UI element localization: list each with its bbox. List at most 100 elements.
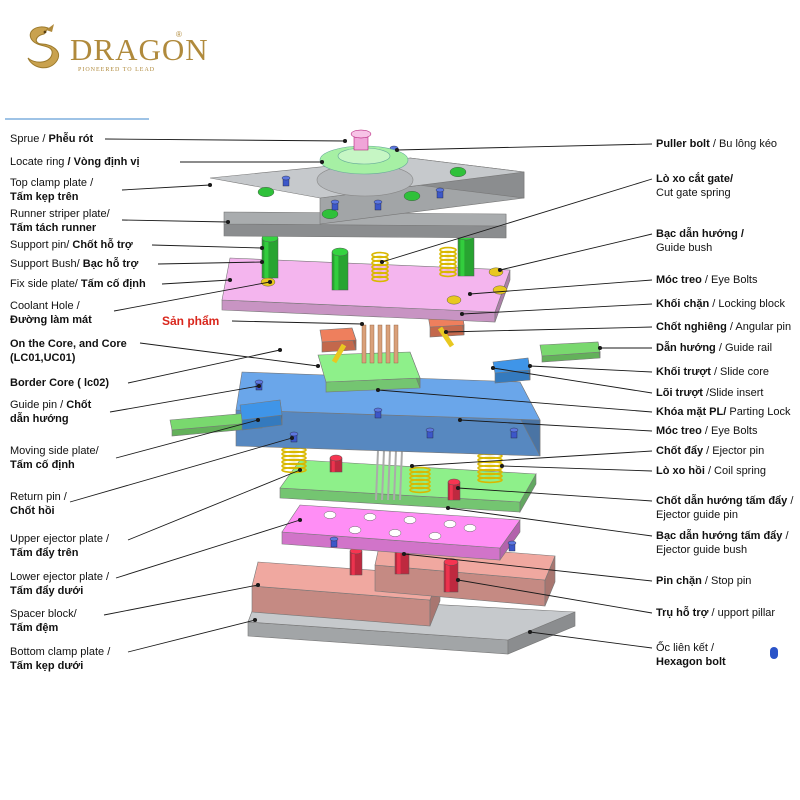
leader-line-guide-pin — [109, 385, 260, 413]
ejector-pin-shape — [387, 449, 391, 501]
label-line: Lower ejector plate / — [10, 570, 109, 584]
guide-pin-bolt-2 — [373, 407, 383, 419]
label-upper-ejector-plate: Upper ejector plate /Tấm đẩy trên — [10, 532, 109, 560]
label-segment: Tấm tách runner — [10, 222, 97, 234]
label-line: Lò xo hồi / Coil spring — [656, 464, 766, 478]
label-line: Chốt dẫn hướng tấm đẩy / — [656, 494, 793, 508]
leader-line-locking-block — [461, 303, 653, 315]
label-stop-pin: Pin chặn / Stop pin — [656, 574, 751, 588]
label-line: Lõi trượt /Slide insert — [656, 386, 763, 400]
leader-tip-eye-bolts-top — [467, 291, 473, 297]
label-segment: Tấm cố định — [80, 278, 146, 290]
label-segment: Chốt đẩy — [656, 445, 704, 457]
leader-line-coolant-hole — [113, 281, 271, 312]
label-line: Dẫn hướng / Guide rail — [656, 341, 772, 355]
label-line: Tấm đẩy trên — [10, 546, 109, 560]
label-segment: Chốt — [66, 399, 92, 411]
label-locate-ring: Locate ring / Vòng định vị — [10, 155, 140, 169]
label-product: Sản phẩm — [162, 314, 220, 328]
guide-rail-right — [539, 341, 601, 363]
leader-tip-bottom-clamp-plate — [252, 617, 258, 623]
label-segment: Locate ring — [10, 156, 68, 168]
leader-tip-runner-striper-plate — [225, 219, 231, 225]
ejector-plate-hole — [388, 529, 402, 537]
label-segment: Tấm cố định — [10, 459, 75, 471]
top-plate-bolt-4 — [373, 199, 383, 211]
label-segment: Border Core ( lc02) — [10, 377, 110, 389]
label-segment: / Bu lông kéo — [709, 138, 778, 150]
leader-tip-ejector-guide-pin — [455, 485, 461, 491]
label-segment: Support Bush/ — [10, 258, 83, 270]
label-segment: Parting Lock — [726, 406, 791, 418]
label-segment: Tấm đẩy trên — [10, 547, 79, 559]
label-segment: Hexagon bolt — [656, 656, 726, 668]
leader-line-upper-ejector-plate — [127, 469, 301, 541]
label-line: Khối trượt / Slide core — [656, 365, 769, 379]
label-line: Fix side plate/ Tấm cố định — [10, 277, 146, 291]
brand-logo: DRAGON ® PIONEERED TO LEAD — [18, 22, 208, 78]
label-guide-bush: Bạc dẫn hướng /Guide bush — [656, 227, 744, 255]
leader-tip-angular-pin — [443, 329, 449, 335]
label-segment: (LC01,UC01) — [10, 352, 76, 364]
label-line: Puller bolt / Bu lông kéo — [656, 137, 777, 151]
label-line: Tấm đẩy dưới — [10, 584, 109, 598]
label-segment: Phễu rót — [48, 133, 94, 145]
leader-line-slide-insert — [492, 367, 653, 394]
leader-line-border-core — [127, 349, 281, 384]
label-line: Ốc liên kết / — [656, 641, 726, 655]
top-plate-bolt-2 — [435, 187, 445, 199]
label-segment: Trụ hỗ trợ — [656, 607, 709, 619]
label-slide-insert: Lõi trượt /Slide insert — [656, 386, 763, 400]
label-line: Chốt nghiêng / Angular pin — [656, 320, 791, 334]
leader-tip-upper-ejector-plate — [297, 467, 303, 473]
leader-tip-on-the-core — [315, 363, 321, 369]
leader-tip-support-bush — [259, 259, 265, 265]
label-segment: Ejector guide pin — [656, 509, 738, 521]
support-pillar-shape — [443, 558, 459, 593]
product-block-shape — [319, 327, 357, 353]
leader-tip-cut-gate-spring — [379, 259, 385, 265]
label-segment: Guide bush — [656, 242, 713, 254]
label-line: Spacer block/ — [10, 607, 77, 621]
label-segment: Đường làm mát — [10, 314, 92, 326]
leader-line-sprue — [104, 138, 346, 142]
product-pin-shape — [393, 324, 399, 364]
leader-tip-hexagon-bolt — [527, 629, 533, 635]
label-line: Bạc dẫn hướng tấm đẩy / — [656, 529, 789, 543]
eye-bolt-bottom — [509, 427, 519, 439]
label-line: Return pin / — [10, 490, 67, 504]
label-ejector-guide-pin: Chốt dẫn hướng tấm đẩy /Ejector guide pi… — [656, 494, 793, 522]
label-segment: Fix side plate/ — [10, 278, 81, 290]
leader-line-parting-lock — [377, 389, 653, 413]
coil-spring-mid — [409, 466, 431, 494]
ejector-plate-hole — [403, 516, 417, 524]
label-line: Tấm kẹp trên — [10, 190, 93, 204]
ejector-plate-hole — [348, 526, 362, 534]
leader-tip-border-core — [277, 347, 283, 353]
leader-tip-lower-ejector-plate — [297, 517, 303, 523]
leader-line-ejector-pin — [411, 450, 653, 467]
leader-line-eye-bolts-top — [469, 279, 653, 295]
label-segment: / Angular pin — [726, 321, 792, 333]
label-segment: Bạc dẫn hướng tấm đẩy — [656, 530, 783, 542]
leader-tip-product — [359, 321, 365, 327]
label-fix-side-plate: Fix side plate/ Tấm cố định — [10, 277, 146, 291]
leader-line-spacer-block — [103, 584, 259, 616]
leader-tip-locate-ring — [319, 159, 325, 165]
leader-line-ejector-guide-bush — [447, 507, 653, 537]
label-segment: / — [787, 495, 794, 507]
label-segment: Chốt nghiêng — [656, 321, 727, 333]
moving-side-plate-shape — [235, 371, 541, 457]
product-pin-shape — [385, 324, 391, 364]
product-pin-shape — [369, 324, 375, 364]
leader-tip-stop-pin — [401, 551, 407, 557]
top-plate-green-hole — [321, 208, 339, 219]
ejector-pin-shape — [399, 449, 403, 501]
leader-tip-return-pin — [289, 435, 295, 441]
ejector-pin-shape — [393, 449, 397, 501]
return-pin-red — [329, 454, 343, 473]
label-segment: / Eye Bolts — [701, 274, 758, 286]
label-line: Chốt đẩy / Ejector pin — [656, 444, 764, 458]
